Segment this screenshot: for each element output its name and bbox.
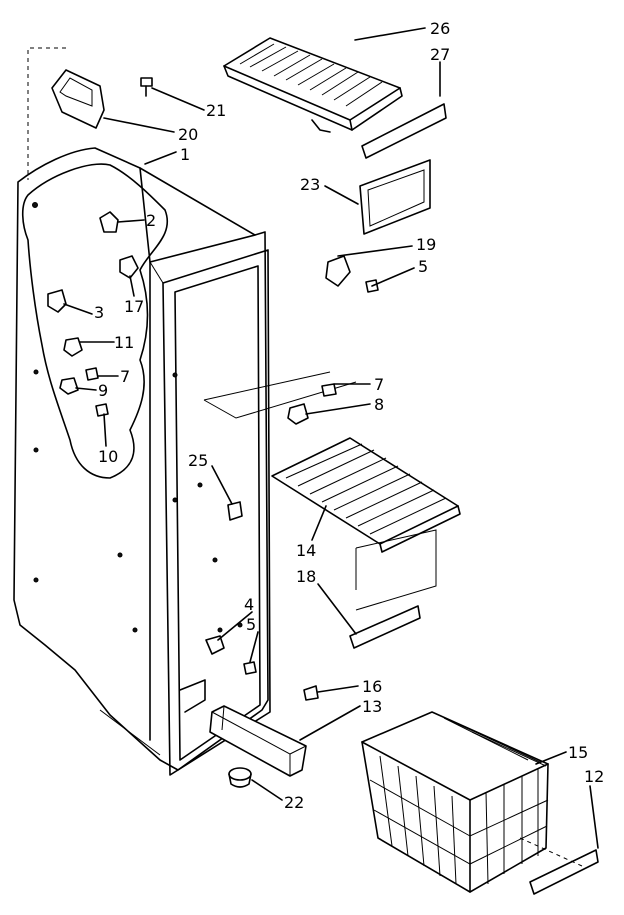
clip-10 [95, 403, 109, 417]
label-17: 17 [124, 297, 144, 316]
grille-26 [223, 37, 403, 133]
clip-2 [99, 211, 119, 233]
clip-11 [63, 337, 83, 357]
cap-22 [228, 767, 252, 788]
label-11: 11 [114, 333, 134, 352]
switch-25 [227, 501, 243, 521]
label-20: 20 [178, 125, 198, 144]
label-26: 26 [430, 19, 450, 38]
trim-27 [361, 103, 447, 159]
basket-trim-leader [519, 837, 583, 867]
label-27: 27 [430, 45, 450, 64]
clip-7-left [85, 367, 99, 381]
clip-7-right [321, 383, 337, 397]
label-10: 10 [98, 447, 118, 466]
label-7-right: 7 [374, 375, 384, 394]
label-8: 8 [374, 395, 384, 414]
panel-18-area [355, 529, 437, 611]
mount-plate [203, 371, 357, 419]
screw-16 [303, 685, 319, 701]
label-2: 2 [146, 211, 156, 230]
label-14: 14 [296, 541, 316, 560]
freezer-liner [13, 47, 271, 776]
label-15: 15 [568, 743, 588, 762]
label-16: 16 [362, 677, 382, 696]
label-25: 25 [188, 451, 208, 470]
part-labels: 26 27 23 19 5 21 20 1 2 17 3 11 7 9 10 7… [94, 19, 604, 812]
label-5-lower: 5 [246, 615, 256, 634]
trim-18 [349, 605, 421, 649]
clip-9 [59, 377, 79, 395]
clip-4 [205, 635, 225, 655]
clip-19 [325, 255, 351, 287]
basket-15 [361, 711, 549, 893]
label-23: 23 [300, 175, 320, 194]
label-9: 9 [98, 381, 108, 400]
clip-8 [287, 403, 309, 425]
label-13: 13 [362, 697, 382, 716]
label-1: 1 [180, 145, 190, 164]
label-12: 12 [584, 767, 604, 786]
label-21: 21 [206, 101, 226, 120]
label-4: 4 [244, 595, 254, 614]
clip-17 [119, 255, 139, 279]
frame-23 [359, 159, 431, 235]
screw-21 [140, 77, 153, 97]
label-22: 22 [284, 793, 304, 812]
label-5-upper: 5 [418, 257, 428, 276]
bar-13 [209, 705, 307, 777]
trim-12 [529, 849, 599, 895]
label-3: 3 [94, 303, 104, 322]
label-18: 18 [296, 567, 316, 586]
clip-3 [47, 289, 67, 313]
label-19: 19 [416, 235, 436, 254]
wire-shelf-14 [271, 437, 461, 553]
hinge-bracket-20 [51, 69, 105, 129]
label-7-left: 7 [120, 367, 130, 386]
leader-lines [63, 27, 599, 849]
screw-5-lower [243, 661, 257, 675]
